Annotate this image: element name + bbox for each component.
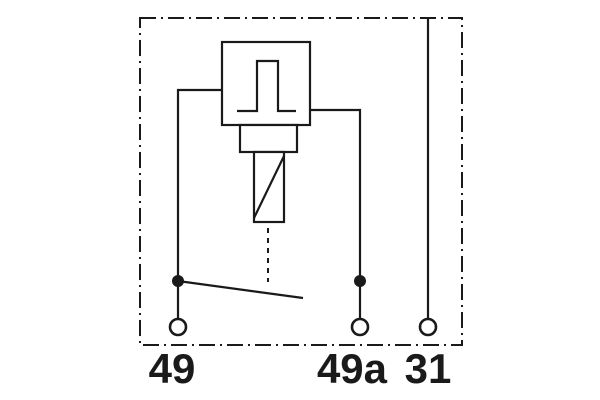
junction-dot-49a <box>354 275 366 287</box>
housing-outline-dashdot <box>139 17 463 346</box>
terminal-label-49: 49 <box>149 345 196 392</box>
terminal-circle-31 <box>418 317 438 337</box>
pulse-waveform-icon <box>237 59 296 113</box>
junction-dot-49 <box>172 275 184 287</box>
coil-neck-box <box>238 123 299 154</box>
pulse-generator-box <box>220 40 312 127</box>
switch-contact-lever <box>177 279 304 300</box>
terminal-label-31: 31 <box>405 345 452 392</box>
terminal-circle-49 <box>168 317 188 337</box>
relay-coil-diagonal <box>253 155 285 219</box>
wire-terminal-49a <box>310 108 362 319</box>
terminal-label-49a: 49a <box>317 345 388 392</box>
terminal-circle-49a <box>350 317 370 337</box>
wire-terminal-49 <box>176 88 222 319</box>
